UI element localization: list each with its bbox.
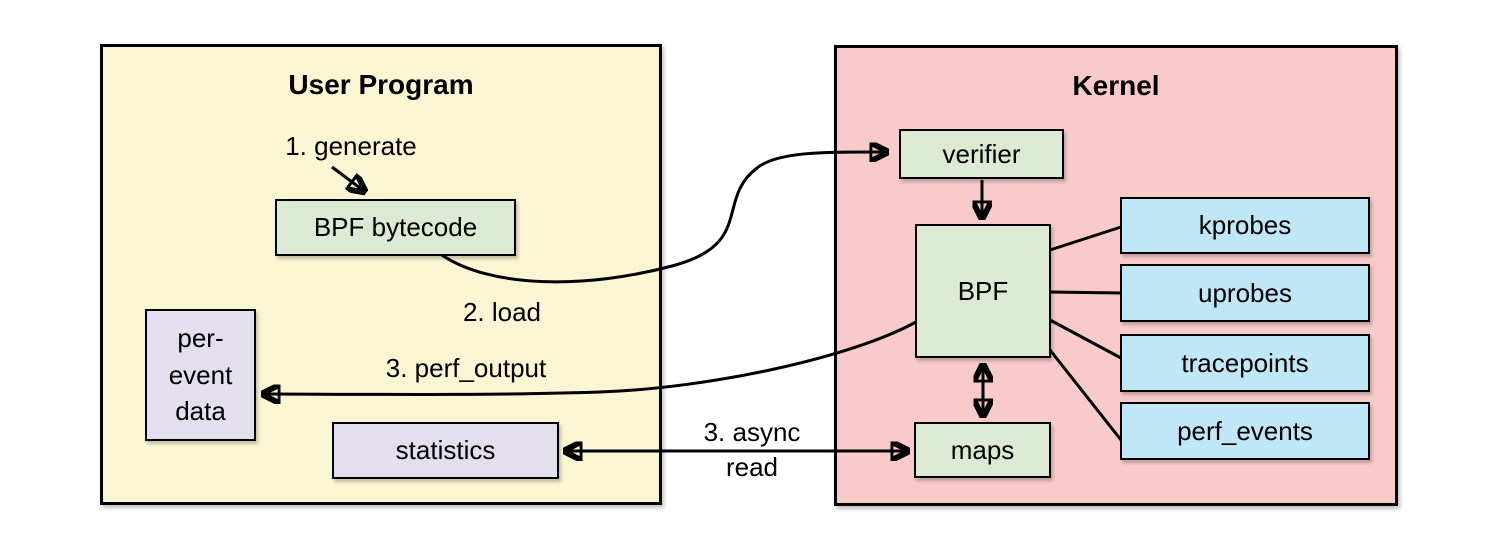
bpf-bytecode-box: BPF bytecode — [275, 199, 516, 256]
bpf-uprobes-line — [1049, 290, 1122, 295]
tracepoints-box: tracepoints — [1120, 334, 1370, 392]
bpf-box: BPF — [915, 224, 1051, 358]
maps-box: maps — [914, 422, 1051, 478]
kernel-title: Kernel — [1072, 70, 1160, 101]
perf-output-arrow — [264, 320, 917, 395]
bpf-perf-events-line — [1048, 349, 1123, 441]
load-label: 2. load — [462, 297, 542, 327]
generate-arrow — [331, 165, 364, 191]
statistics-box: statistics — [332, 422, 559, 479]
load-arrow — [438, 152, 886, 284]
perf-events-box: perf_events — [1120, 402, 1370, 460]
user-program-title: User Program — [288, 69, 474, 100]
perf-output-label: 3. perf_output — [385, 353, 547, 383]
uprobes-box: uprobes — [1120, 264, 1370, 322]
bpf-tracepoints-line — [1049, 318, 1122, 360]
kprobes-box: kprobes — [1120, 197, 1370, 254]
generate-label: 1. generate — [285, 131, 417, 161]
per-event-data-box: per- event data — [145, 309, 256, 441]
async-read-label: 3. async read — [703, 417, 801, 483]
bpf-kprobes-line — [1049, 225, 1122, 252]
verifier-box: verifier — [899, 129, 1064, 179]
